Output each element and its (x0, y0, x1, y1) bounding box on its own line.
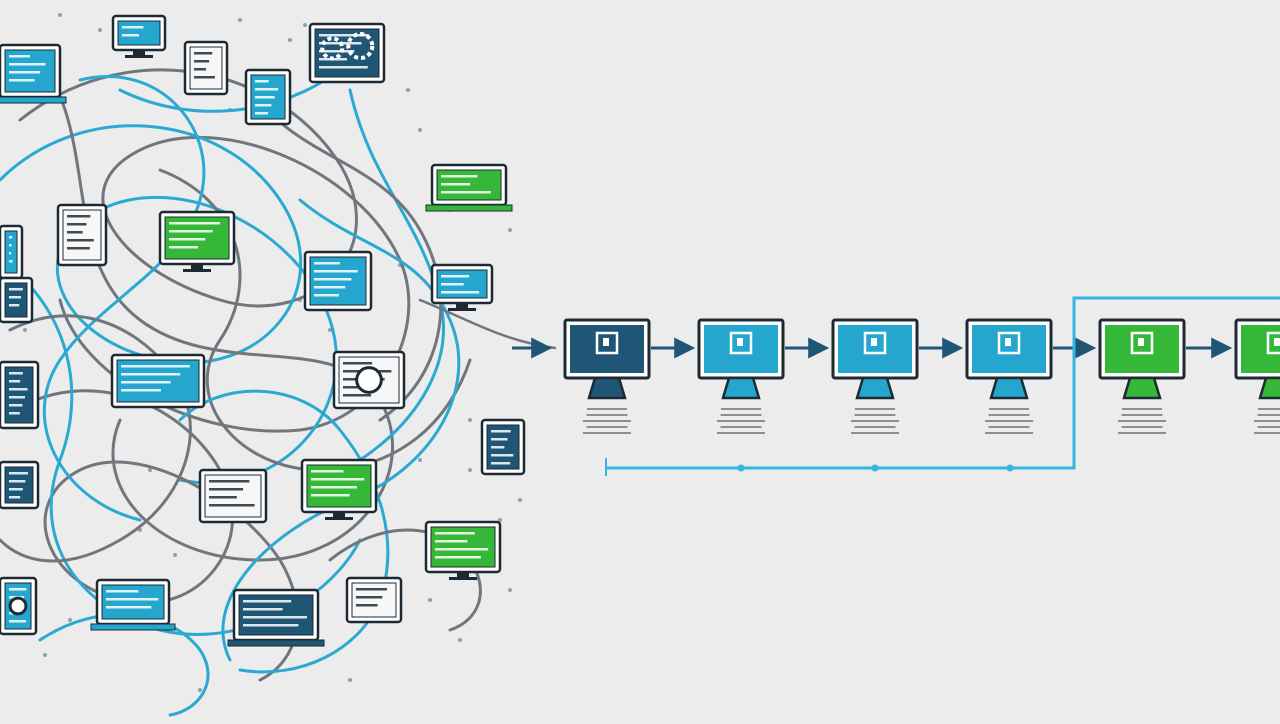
scatter-dot (508, 588, 512, 592)
stage-caption (985, 408, 1033, 434)
scatter-dot (43, 653, 47, 657)
device-panel-device (246, 70, 290, 124)
scatter-dot (418, 458, 422, 462)
monitor-stand (1260, 378, 1280, 398)
stage-caption (851, 408, 899, 434)
device-cluster (0, 16, 524, 646)
cable (0, 316, 190, 561)
scatter-dot (173, 553, 177, 557)
laptop-chart-device (0, 45, 66, 103)
document-list-device (482, 420, 524, 474)
scatter-dot (508, 228, 512, 232)
pipeline (512, 320, 1280, 434)
laptop-device (426, 165, 512, 211)
cable (44, 77, 204, 520)
scatter-dot (428, 598, 432, 602)
server-panel-device (0, 278, 32, 322)
scatter-dot (518, 498, 522, 502)
scatter-dot (68, 618, 72, 622)
scatter-dot (418, 128, 422, 132)
loop-node (738, 465, 745, 472)
scatter-dot (198, 688, 202, 692)
scatter-dot (303, 23, 307, 27)
stage-caption (1118, 408, 1166, 434)
monitor-stand (589, 378, 625, 398)
spreadsheet-device (0, 462, 38, 508)
pipeline-stage-6 (1236, 320, 1280, 434)
monitor-stand (723, 378, 759, 398)
pipeline-stage-1 (565, 320, 649, 434)
pipeline-stage-4 (967, 320, 1051, 434)
gear-panel-device (310, 24, 384, 82)
pipeline-stage-2 (699, 320, 783, 434)
paper-document-device (185, 42, 227, 94)
scatter-dot (468, 418, 472, 422)
scatter-dot (288, 38, 292, 42)
dial-panel-device (0, 578, 36, 634)
camera-device-device (334, 352, 404, 408)
pipeline-stage-3 (833, 320, 917, 434)
pipeline-stage-5 (1100, 320, 1184, 434)
tablet-device (305, 252, 371, 310)
laptop-device (228, 590, 324, 646)
monitor-device (426, 522, 500, 580)
monitor-stand (1124, 378, 1160, 398)
laptop-device (91, 580, 175, 630)
monitor-device (113, 16, 165, 58)
stage-caption (583, 408, 631, 434)
grid-panel-device (347, 578, 401, 622)
scatter-dot (238, 18, 242, 22)
monitor-stand (857, 378, 893, 398)
circuit-panel-device (200, 470, 266, 522)
printer-device (112, 355, 204, 407)
monitor-device (160, 212, 234, 272)
scatter-dot (23, 328, 27, 332)
monitor-stand (991, 378, 1027, 398)
server-panel-device (0, 362, 38, 428)
scatter-dot (98, 28, 102, 32)
loop-node (872, 465, 879, 472)
tablet-device (58, 205, 106, 265)
cable (0, 126, 336, 483)
stage-caption (1254, 408, 1280, 434)
scatter-dot (468, 468, 472, 472)
stage-caption (717, 408, 765, 434)
loop-node (1007, 465, 1014, 472)
scatter-dot (348, 678, 352, 682)
scatter-dot (58, 13, 62, 17)
monitor-device (302, 460, 376, 520)
monitor-device (432, 265, 492, 311)
scatter-dot (458, 638, 462, 642)
scatter-dot (406, 88, 410, 92)
